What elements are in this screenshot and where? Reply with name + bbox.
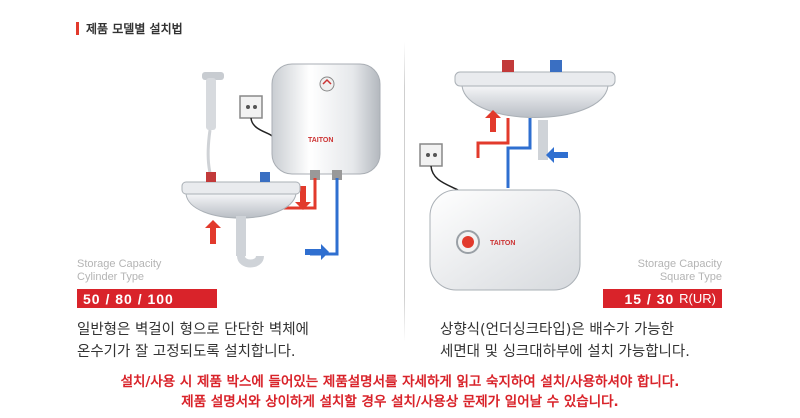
notice-line1: 설치/사용 시 제품 박스에 들어있는 제품설명서를 자세하게 읽고 숙지하여 … [120,374,680,390]
right-desc-line2: 세면대 및 싱크대하부에 설치 가능합니다. [440,344,690,360]
tank-brand-label: TAITON [490,240,515,247]
left-description: 일반형은 벽걸이 형으로 단단한 벽체에 온수기가 잘 고정되도록 설치합니다. [77,319,309,363]
wash-basin [181,172,301,268]
left-caption-line2: Cylinder Type [77,271,145,283]
left-capacity-value: 50 / 80 / 100 [83,290,174,307]
left-capacity-caption: Storage Capacity Cylinder Type [77,258,161,284]
tank-brand-label: TAITON [308,137,333,144]
square-heater-illustration: TAITON [419,60,616,291]
hot-inlet-arrow-icon [205,220,221,244]
right-description: 상향식(언더싱크타입)은 배수가 가능한 세면대 및 싱크대하부에 설치 가능합… [440,319,690,363]
hot-water-arrow-icon [295,186,311,210]
left-desc-line2: 온수기가 잘 고정되도록 설치합니다. [77,344,296,360]
left-capacity-badge: 50 / 80 / 100 [77,289,217,308]
right-capacity-value: 15 / 30 [624,290,675,307]
column-divider [404,42,405,342]
cold-water-arrow-icon [546,147,568,163]
right-caption-line1: Storage Capacity [637,258,722,270]
square-tank: TAITON [429,189,581,291]
right-capacity-badge: 15 / 30 R(UR) [603,289,722,308]
right-capacity-suffix: R(UR) [679,291,716,306]
cylinder-tank: TAITON [271,63,381,180]
right-desc-line1: 상향식(언더싱크타입)은 배수가 가능한 [440,322,674,338]
notice-line2: 제품 설명서와 상이하게 설치할 경우 설치/사용상 문제가 일어날 수 있습니… [181,394,619,410]
left-desc-line1: 일반형은 벽걸이 형으로 단단한 벽체에 [77,322,309,338]
hot-water-arrow-icon [485,110,501,132]
power-outlet-icon [239,95,273,137]
section-header: 제품 모델별 설치법 [76,20,183,37]
right-caption-line2: Square Type [659,271,722,283]
header-title: 제품 모델별 설치법 [86,22,183,36]
cylinder-heater-illustration: TAITON [181,63,381,268]
left-caption-line1: Storage Capacity [77,258,162,270]
cold-water-arrow-icon [305,244,329,260]
right-capacity-caption: Storage Capacity Square Type [638,258,722,284]
header-accent-bar [76,22,79,35]
power-outlet-icon [419,143,459,191]
undersink-basin [454,60,616,160]
